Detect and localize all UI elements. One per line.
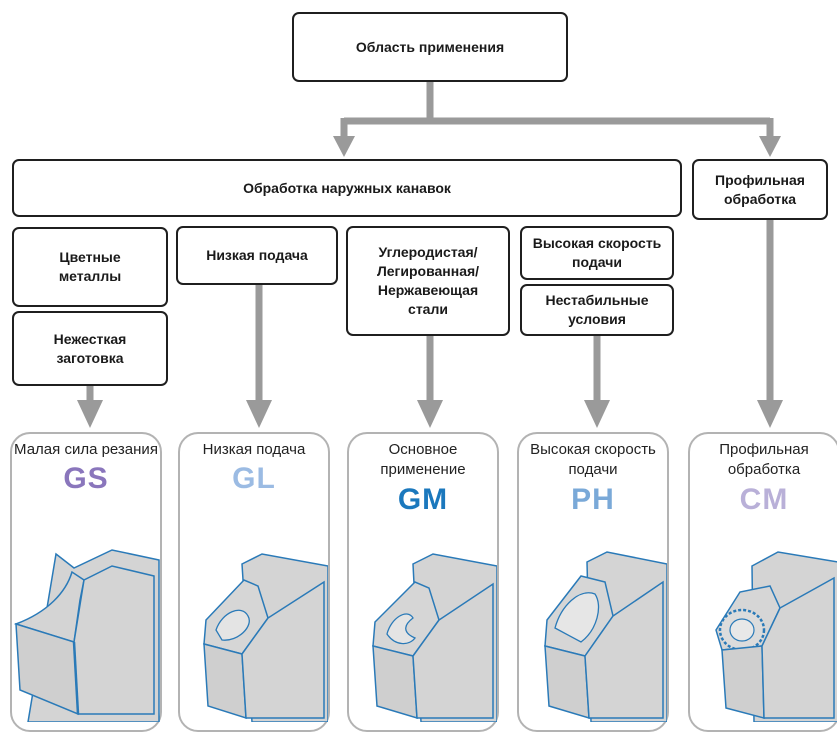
insert-description: Основное применение — [380, 441, 466, 479]
condition-nonrigid-box: Нежесткая заготовка — [12, 311, 168, 386]
condition-unstable-box: Нестабильные условия — [520, 284, 674, 336]
insert-code: CM — [739, 482, 789, 516]
insert-description: Высокая скорость подачи — [530, 441, 656, 479]
profiling-box: Профильная обработка — [692, 159, 828, 220]
insert-ph-image — [544, 551, 667, 722]
insert-card-cm: Профильная обработка CM — [688, 432, 837, 732]
application-area-box: Область применения — [292, 12, 568, 82]
condition-low-feed-box: Низкая подача — [176, 226, 338, 285]
insert-code: GL — [232, 462, 276, 496]
insert-gl-image — [203, 553, 328, 722]
insert-gs-image — [14, 549, 160, 722]
insert-card-gm: Основное применение GM — [347, 432, 499, 732]
insert-code: GS — [63, 462, 109, 496]
insert-gm-image — [372, 553, 497, 722]
insert-card-gs: Малая сила резания GS — [10, 432, 162, 732]
insert-code: PH — [571, 482, 615, 516]
insert-description: Низкая подача — [202, 441, 306, 458]
insert-description: Малая сила резания — [14, 441, 158, 458]
condition-nonferrous-box: Цветные металлы — [12, 227, 168, 307]
insert-card-ph: Высокая скорость подачи PH — [517, 432, 669, 732]
condition-high-feed-box: Высокая скорость подачи — [520, 226, 674, 280]
condition-steel-box: Углеродистая/ Легированная/ Нержавеющая … — [346, 226, 510, 336]
insert-description: Профильная обработка — [719, 441, 809, 479]
insert-code: GM — [397, 482, 449, 516]
insert-cm-image — [715, 551, 837, 722]
external-grooving-box: Обработка наружных канавок — [12, 159, 682, 217]
insert-card-gl: Низкая подача GL — [178, 432, 330, 732]
